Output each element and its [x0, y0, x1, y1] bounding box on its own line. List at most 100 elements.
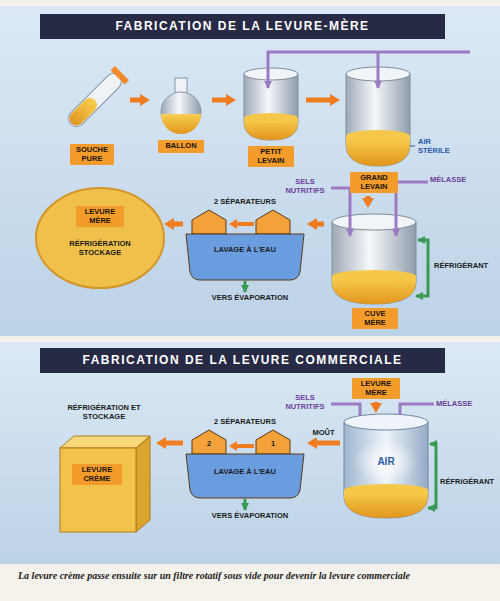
small-tank-part: [244, 74, 298, 140]
process-arrow: [130, 98, 140, 103]
process-arrow: [212, 98, 226, 103]
node-text: RÉFRIGÉRATION ET STOCKAGE: [64, 404, 144, 421]
cream-yeast-block: RÉFRIGÉRATION ET STOCKAGE LEVURE CRÈME: [52, 404, 156, 536]
test-tube-part: [67, 95, 100, 128]
node-text: RÉFRIGÉRATION STOCKAGE: [50, 240, 150, 257]
stage-label: SOUCHE PURE: [70, 144, 114, 165]
transfer-arrow-part: [236, 222, 254, 226]
process-arrow: [374, 402, 379, 403]
process-label: SELS NUTRITIFS: [282, 394, 328, 411]
stage-label: LEVURE CRÈME: [72, 464, 122, 485]
stage-label: LEVURE MÈRE: [76, 206, 124, 227]
process-label: MÉLASSE: [436, 400, 472, 409]
flask: BALLON: [150, 62, 212, 158]
process-panel: SOUCHE PURE BALLON PETIT LEVAIN GRAND LEVAI…: [0, 6, 500, 336]
fermentation-tank-part: [354, 440, 418, 484]
air-pipe-part: [268, 52, 470, 88]
cream-yeast-block-part: [60, 436, 150, 448]
transfer-arrow-part: [236, 444, 254, 448]
small-tank-part: [244, 113, 298, 123]
small-tank: PETIT LEVAIN: [236, 56, 306, 172]
large-tank: [346, 67, 415, 166]
separator-part: [192, 430, 226, 454]
mother-tank: CUVE MÈRE: [324, 208, 424, 332]
coolant-loop-part: [416, 240, 428, 296]
process-arrow: [317, 222, 324, 227]
small-tank-part: [244, 68, 298, 80]
feed-pipe-part: [396, 182, 428, 236]
fermentation-tank-part: [344, 422, 428, 518]
yeast-storage: LEVURE MÈRE RÉFRIGÉRATION STOCKAGE: [36, 188, 164, 288]
test-tube-part: [111, 66, 129, 84]
separator-unit: 2 SÉPARATEURS LAVAGE À L'EAU: [183, 418, 307, 500]
large-tank-part: [346, 130, 410, 142]
mother-tank: [332, 214, 416, 304]
test-tube: [64, 66, 129, 131]
flow-label: MOÛT: [311, 429, 335, 438]
panel-ground: [0, 6, 500, 336]
evaporation-arrow-part: [244, 281, 247, 292]
process-arrow: [306, 98, 330, 103]
cream-yeast-block: [60, 436, 150, 532]
process-label: AIR STÉRILE: [418, 138, 462, 155]
process-arrow: [174, 222, 183, 227]
stage-label: LEVURE MÈRE: [352, 378, 400, 399]
stage-label: GRAND LEVAIN: [350, 172, 398, 193]
process-label: MÉLASSE: [430, 176, 466, 185]
cream-yeast-block-part: [60, 448, 136, 532]
separator-part: [186, 234, 304, 280]
panel-title: FABRICATION DE LA LEVURE COMMERCIALE: [40, 348, 445, 373]
tank-text: AIR: [366, 456, 406, 468]
yeast-label-box: LEVURE MÈRE: [352, 378, 400, 402]
process-label: 1: [267, 440, 279, 449]
feed-pipe-part: [331, 188, 350, 236]
evaporation-arrow-part: [244, 499, 247, 510]
feed-pipe: [331, 182, 434, 430]
process-arrow: [166, 441, 183, 446]
node-text: LAVAGE À L'EAU: [193, 468, 297, 477]
yeast-storage: [36, 188, 164, 288]
stage-label: PETIT LEVAIN: [248, 146, 294, 167]
large-tank: GRAND LEVAIN: [340, 56, 416, 196]
process-label: 2: [203, 440, 215, 449]
process-arrow: [317, 441, 340, 446]
figure-caption: La levure crème passe ensuite sur un fil…: [18, 570, 418, 583]
process-label: VERS ÉVAPORATION: [185, 294, 315, 303]
air-pipe-part: [377, 52, 380, 88]
separator-part: [186, 454, 304, 498]
cream-yeast-block-part: [136, 436, 150, 532]
separator-part: [256, 430, 290, 454]
fermentation-tank-part: [344, 484, 428, 496]
process-label: RÉFRIGÉRANT: [440, 478, 494, 487]
fermentation-tank: [344, 414, 428, 518]
air-pipe: [268, 52, 470, 88]
process-panel: LEVURE MÈRE AIR 2 SÉPARATEURS LAVAGE À L'EA…: [0, 342, 500, 564]
process-arrow: [366, 196, 371, 198]
flask: [161, 78, 201, 134]
stage-label: BALLON: [158, 140, 204, 153]
mother-tank-part: [332, 214, 416, 230]
large-tank-part: [410, 146, 415, 147]
process-label: VERS ÉVAPORATION: [185, 512, 315, 521]
test-tube: SOUCHE PURE: [52, 58, 130, 170]
node-text: LAVAGE À L'EAU: [193, 246, 297, 255]
stage-label: CUVE MÈRE: [352, 308, 398, 329]
yeast-storage-part: [36, 188, 164, 288]
fermentation-tank-part: [344, 414, 428, 430]
separator-part: [192, 210, 226, 234]
mother-tank-part: [332, 222, 416, 304]
small-tank: [244, 68, 298, 140]
transfer-arrow: [236, 224, 254, 446]
mother-tank-part: [332, 270, 416, 282]
fermentation-tank: AIR: [340, 412, 432, 522]
node-text: 2 SÉPARATEURS: [183, 198, 307, 207]
panel-ground: [0, 342, 500, 564]
node-text: 2 SÉPARATEURS: [183, 418, 307, 427]
coolant-loop-part: [428, 444, 436, 508]
flask-part: [161, 114, 201, 134]
process-label: SELS NUTRITIFS: [282, 178, 328, 195]
panel-title: FABRICATION DE LA LEVURE-MÈRE: [40, 14, 445, 39]
process-label: RÉFRIGÉRANT: [434, 262, 488, 271]
separator-part: [256, 210, 290, 234]
